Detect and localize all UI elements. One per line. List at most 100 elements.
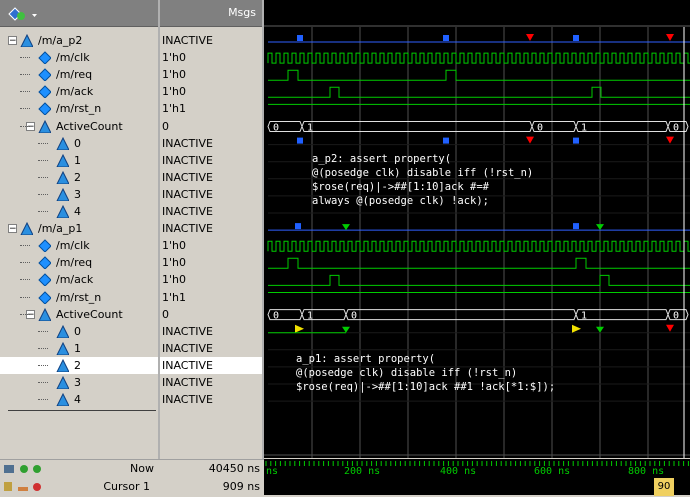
signal-row[interactable]: /m/req	[0, 66, 158, 83]
signal-row[interactable]: /m/rst_n	[0, 289, 158, 306]
signal-row[interactable]: 2	[0, 356, 158, 374]
code-line-p1: $rose(req)|->##[1:10]ack ##1 !ack[*1:$])…	[296, 381, 555, 393]
signal-name: 1	[74, 341, 81, 355]
tree-line	[38, 159, 48, 162]
signal-value: 1'h1	[162, 290, 186, 304]
signal-row[interactable]: 1	[0, 340, 158, 357]
signal-row[interactable]: 2	[0, 169, 158, 186]
cursor-label[interactable]: Cursor 1	[103, 480, 150, 493]
signal-name: /m/req	[56, 256, 93, 270]
pencil-icon[interactable]	[17, 487, 28, 491]
signal-value: 1'h0	[162, 51, 186, 65]
signal-value-row[interactable]: INACTIVE	[159, 135, 262, 152]
signal-row[interactable]: 4	[0, 391, 158, 408]
bus-value: 0	[351, 311, 357, 322]
signal-value-row[interactable]: 1'h1	[159, 100, 262, 117]
splitter-2[interactable]	[262, 0, 264, 495]
signal-row[interactable]: −ActiveCount	[0, 306, 158, 323]
signal-value-row[interactable]: 1'h0	[159, 271, 262, 288]
remove-icon[interactable]	[33, 465, 41, 473]
pulse-wave	[268, 274, 690, 286]
signal-value-row[interactable]: INACTIVE	[159, 32, 262, 49]
cursor-track[interactable]	[264, 477, 690, 495]
signal-name: 3	[74, 376, 81, 389]
signal-row[interactable]: −/m/a_p2	[0, 32, 158, 49]
signal-value-row[interactable]: INACTIVE	[159, 391, 262, 408]
signal-value-row[interactable]: 1'h0	[159, 49, 262, 66]
lock-icon[interactable]	[4, 482, 12, 491]
signal-row[interactable]: /m/rst_n	[0, 100, 158, 117]
bus-segment	[531, 121, 577, 132]
signal-row[interactable]: /m/req	[0, 254, 158, 271]
collapse-toggle[interactable]: −	[8, 36, 17, 46]
wave-header	[264, 0, 690, 26]
tree-line	[38, 211, 48, 213]
count-marker	[297, 137, 303, 144]
signal-value-row[interactable]: 1'h0	[159, 66, 262, 83]
signal-value-row[interactable]: INACTIVE	[159, 323, 262, 340]
now-icon[interactable]	[4, 465, 14, 473]
signal-value: 0	[162, 119, 169, 133]
add-icon[interactable]	[19, 465, 28, 473]
tree-line	[20, 91, 30, 93]
bus-segment	[267, 121, 303, 132]
pulse-wave	[268, 69, 690, 81]
signal-value-row[interactable]: INACTIVE	[159, 340, 262, 357]
collapse-toggle[interactable]: −	[8, 224, 17, 235]
tree-line	[20, 313, 30, 316]
signal-name: /m/ack	[56, 273, 94, 287]
signal-value-row[interactable]: INACTIVE	[159, 374, 262, 391]
signal-value-row[interactable]: INACTIVE	[159, 356, 262, 374]
assert-start-marker	[443, 35, 449, 41]
bus-segment	[345, 309, 577, 321]
delete-cursor-icon[interactable]	[33, 483, 41, 491]
signal-value-row[interactable]: INACTIVE	[159, 220, 262, 237]
signal-row[interactable]: /m/clk	[0, 49, 158, 66]
signal-row[interactable]: /m/clk	[0, 237, 158, 254]
bus-segment	[575, 121, 669, 132]
signal-value-row[interactable]: 0	[159, 118, 262, 135]
signal-value-row[interactable]: INACTIVE	[159, 186, 262, 203]
signal-name: /m/req	[56, 68, 93, 82]
signal-row[interactable]: 1	[0, 152, 158, 169]
signal-value-row[interactable]: INACTIVE	[159, 169, 262, 186]
bus-value: 0	[673, 311, 679, 322]
signal-row[interactable]: /m/ack	[0, 271, 158, 288]
tree-line	[20, 57, 30, 59]
assert-start-marker	[573, 35, 579, 41]
assertion-triangle-icon	[56, 358, 69, 372]
signal-row[interactable]: 0	[0, 135, 158, 152]
signal-value-row[interactable]: INACTIVE	[159, 152, 262, 169]
msgs-label: Msgs	[228, 6, 256, 19]
wave-toolbar-icon[interactable]	[6, 4, 46, 24]
splitter-1[interactable]	[158, 0, 160, 495]
signal-value-row[interactable]: INACTIVE	[159, 203, 262, 220]
signal-value-row[interactable]: 1'h1	[159, 289, 262, 306]
signal-row[interactable]: 3	[0, 374, 158, 391]
signal-row[interactable]: 3	[0, 186, 158, 203]
signal-value-row[interactable]: 1'h0	[159, 254, 262, 271]
signal-row[interactable]: /m/ack	[0, 83, 158, 100]
code-line-p2: @(posedge clk) disable iff (!rst_n)	[312, 167, 533, 179]
signal-value-row[interactable]: 0	[159, 306, 262, 323]
signal-value-row[interactable]: 1'h0	[159, 237, 262, 254]
cursor-badge[interactable]: 90	[654, 478, 674, 496]
signal-row[interactable]: −ActiveCount	[0, 118, 158, 135]
bus-segment	[301, 309, 347, 321]
signal-name: /m/rst_n	[56, 102, 102, 116]
assert-pass-marker	[596, 224, 604, 231]
assertion-triangle-icon	[20, 222, 33, 236]
tree-end-line	[8, 410, 156, 411]
signal-name: 0	[74, 324, 81, 338]
signal-value-row[interactable]: 1'h0	[159, 83, 262, 100]
signal-row[interactable]: 4	[0, 203, 158, 220]
assertion-triangle-icon	[56, 187, 69, 201]
signal-row[interactable]: −/m/a_p1	[0, 220, 158, 237]
signal-value: INACTIVE	[162, 153, 213, 167]
time-tick-label: 200 ns	[344, 466, 380, 477]
bus-value: 1	[307, 123, 313, 134]
signal-row[interactable]: 0	[0, 323, 158, 340]
